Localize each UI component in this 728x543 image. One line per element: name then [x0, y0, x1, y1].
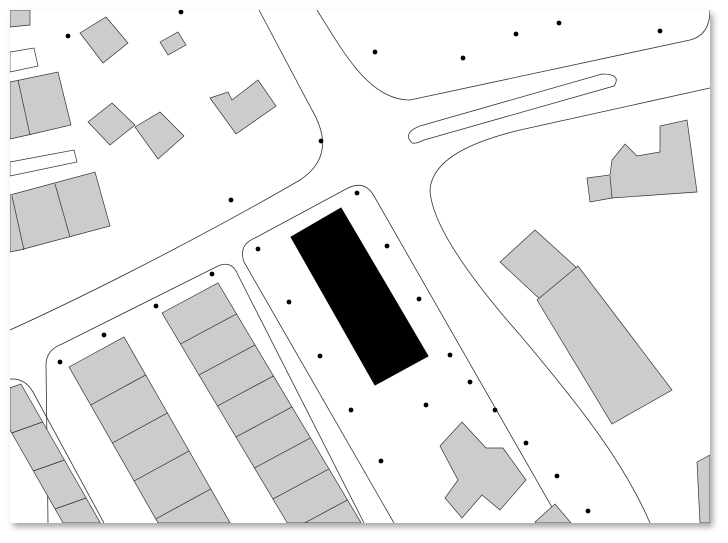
building-divider [11, 195, 25, 251]
building[interactable] [10, 10, 31, 28]
tree-dot-icon [178, 10, 184, 15]
tree-dot-icon [513, 31, 519, 37]
tree-dot-icon [447, 352, 453, 358]
tree-dot-icon [657, 28, 663, 34]
island-edge [242, 184, 562, 523]
terraced-house[interactable] [155, 488, 231, 523]
tree-dot-icon [378, 458, 384, 464]
tree-dot-icon [492, 407, 498, 413]
road-lines [10, 10, 710, 523]
tree-dot-icon [209, 271, 215, 277]
building[interactable] [696, 454, 710, 523]
tree-dot-icon [65, 33, 71, 39]
building[interactable] [79, 16, 129, 64]
block-a-edge [45, 263, 365, 523]
highlighted-building[interactable] [290, 207, 429, 386]
tree-dot-icon [348, 407, 354, 413]
building-divider [54, 183, 71, 238]
tree-dot-icon [57, 359, 63, 365]
tree-dot-icon [354, 190, 360, 196]
terraced-house[interactable] [54, 497, 101, 523]
terraced-house[interactable] [272, 468, 348, 523]
building[interactable] [134, 111, 185, 160]
building[interactable] [10, 71, 72, 140]
east-road-edge-north [429, 87, 710, 523]
building[interactable] [439, 421, 527, 519]
building[interactable] [536, 265, 673, 425]
tree-dot-icon [317, 353, 323, 359]
building-outline[interactable] [10, 47, 39, 73]
tree-dot-icon [467, 379, 473, 385]
tree-dot-icon [318, 138, 324, 144]
building[interactable] [87, 102, 136, 146]
tree-dot-icon [372, 49, 378, 55]
tree-dot-icon [423, 402, 429, 408]
tree-dot-icon [228, 197, 234, 203]
tree-dot-icon [255, 246, 261, 252]
building[interactable] [10, 171, 111, 253]
tree-dot-icon [153, 303, 159, 309]
tree-dot-icon [384, 243, 390, 249]
building-outline[interactable] [10, 149, 78, 177]
building[interactable] [534, 503, 572, 523]
tree-dot-icon [554, 473, 560, 479]
building[interactable] [586, 119, 698, 203]
main-road-edge-north [10, 10, 323, 331]
road-traffic-island [408, 73, 617, 144]
buildings [10, 10, 710, 523]
building-divider [609, 175, 613, 199]
tree-dot-icon [523, 440, 529, 446]
tree-dot-icon [556, 20, 562, 26]
building-divider [17, 79, 31, 136]
tree-dot-icon [286, 299, 292, 305]
tree-dot-icon [101, 332, 107, 338]
terraced-house[interactable] [304, 499, 362, 523]
tree-dot-icon [416, 296, 422, 302]
building[interactable] [159, 31, 187, 56]
top-road-edge [316, 10, 710, 101]
terraced-house[interactable] [10, 383, 44, 434]
tree-dots [57, 10, 663, 514]
tree-dot-icon [585, 508, 591, 514]
block-c-edge [10, 378, 105, 523]
tree-dot-icon [460, 55, 466, 61]
building[interactable] [209, 79, 277, 135]
